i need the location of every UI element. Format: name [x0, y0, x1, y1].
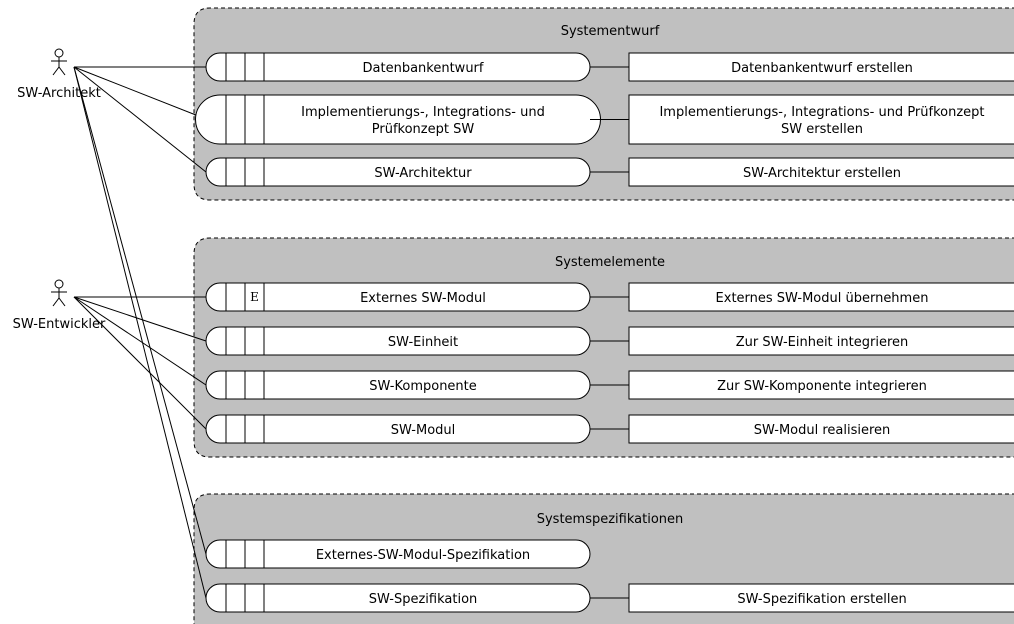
activity-label: SW-Spezifikation erstellen: [737, 592, 906, 607]
group-title: Systemspezifikationen: [537, 512, 684, 527]
row-0-0: Datenbankentwurf Datenbankentwurf erstell…: [205, 52, 1014, 82]
actor-sw-architekt: SW-Architekt: [17, 48, 101, 101]
activity-label: Externes SW-Modul übernehmen: [716, 291, 929, 306]
work-product-label: SW-Komponente: [369, 379, 477, 394]
work-product[interactable]: Externes-SW-Modul-Spezifikation: [205, 539, 591, 569]
work-product-shape: [205, 370, 591, 400]
actor-name: SW-Entwickler: [13, 317, 106, 332]
work-product[interactable]: SW-Architektur: [205, 157, 591, 187]
activity-box: [628, 583, 1014, 613]
work-product-label-line: SW-Spezifikation: [369, 592, 478, 607]
work-product-shape: [205, 414, 591, 444]
row-0-2: SW-Architektur SW-Architektur erstellen: [205, 157, 1014, 187]
activity[interactable]: SW-Architektur erstellen: [628, 157, 1014, 187]
work-product-label: SW-Einheit: [388, 335, 458, 350]
activity-label: Zur SW-Einheit integrieren: [736, 335, 909, 350]
work-product-label-line: Externes SW-Modul: [360, 291, 486, 306]
row-2-1: SW-Spezifikation SW-Spezifikation erstell…: [205, 583, 1014, 613]
activity-label: Zur SW-Komponente integrieren: [717, 379, 927, 394]
activity[interactable]: Implementierungs-, Integrations- und Prü…: [628, 94, 1014, 145]
work-product[interactable]: Datenbankentwurf: [205, 52, 591, 82]
activity-label-line: Zur SW-Einheit integrieren: [736, 335, 909, 350]
work-product-label: Externes-SW-Modul-Spezifikation: [316, 548, 530, 563]
work-product-label-line: Externes-SW-Modul-Spezifikation: [316, 548, 530, 563]
work-product-rows: Datenbankentwurf Datenbankentwurf erstell…: [195, 52, 1014, 613]
group-title: Systemelemente: [555, 255, 665, 270]
activity-label: Implementierungs-, Integrations- und Prü…: [659, 105, 984, 137]
row-1-2: SW-Komponente Zur SW-Komponente integrier…: [205, 370, 1014, 400]
row-1-3: SW-Modul SW-Modul realisieren: [205, 414, 1014, 444]
work-product-shape: [205, 282, 591, 312]
activity-label: SW-Modul realisieren: [754, 423, 891, 438]
work-product-label-line: SW-Komponente: [369, 379, 477, 394]
work-product-shape: [195, 94, 601, 145]
activity-label-line: SW erstellen: [781, 122, 863, 137]
activity-box: [628, 414, 1014, 444]
external-marker: E: [250, 290, 259, 304]
group-title: Systementwurf: [561, 24, 660, 39]
row-1-0: E Externes SW-Modul Externes SW-Modul über…: [205, 282, 1014, 312]
work-product-shape: [205, 539, 591, 569]
activity[interactable]: Zur SW-Komponente integrieren: [628, 370, 1014, 400]
stick-figure-icon: [51, 279, 67, 307]
work-product-label-line: Implementierungs-, Integrations- und: [301, 105, 545, 120]
activity[interactable]: SW-Modul realisieren: [628, 414, 1014, 444]
work-product-label: SW-Spezifikation: [369, 592, 478, 607]
activity-label-line: SW-Modul realisieren: [754, 423, 891, 438]
actor-sw-entwickler: SW-Entwickler: [13, 279, 106, 332]
row-1-1: SW-Einheit Zur SW-Einheit integrieren: [205, 326, 1014, 356]
work-product-shape: [205, 52, 591, 82]
work-product-label: SW-Modul: [391, 423, 456, 438]
activity[interactable]: Zur SW-Einheit integrieren: [628, 326, 1014, 356]
work-product-shape: [205, 583, 591, 613]
activity-label: Datenbankentwurf erstellen: [731, 61, 913, 76]
row-2-0: Externes-SW-Modul-Spezifikation: [205, 539, 591, 569]
activity-box: [628, 94, 1014, 145]
work-product[interactable]: SW-Spezifikation: [205, 583, 591, 613]
activity-label-line: Zur SW-Komponente integrieren: [717, 379, 927, 394]
actor-name: SW-Architekt: [17, 86, 101, 101]
activity-label: SW-Architektur erstellen: [743, 166, 901, 181]
activity[interactable]: Datenbankentwurf erstellen: [628, 52, 1014, 82]
activity-label-line: Implementierungs-, Integrations- und Prü…: [659, 105, 984, 120]
work-product-shape: [205, 157, 591, 187]
activity-label-line: Datenbankentwurf erstellen: [731, 61, 913, 76]
activity-box: [628, 326, 1014, 356]
activity-box: [628, 282, 1014, 312]
work-product-shape: [205, 326, 591, 356]
activity-label-line: SW-Architektur erstellen: [743, 166, 901, 181]
work-product-label: Datenbankentwurf: [363, 61, 484, 76]
work-product-label-line: Datenbankentwurf: [363, 61, 484, 76]
activity-box: [628, 370, 1014, 400]
actor-associations: [73, 66, 207, 599]
stick-figure-icon: [51, 48, 67, 76]
activity-box: [628, 52, 1014, 82]
activity-box: [628, 157, 1014, 187]
work-product-label-line: SW-Einheit: [388, 335, 458, 350]
activity[interactable]: Externes SW-Modul übernehmen: [628, 282, 1014, 312]
work-product-label: Externes SW-Modul: [360, 291, 486, 306]
work-product[interactable]: SW-Modul: [205, 414, 591, 444]
work-product-label-line: Prüfkonzept SW: [372, 122, 475, 137]
work-product[interactable]: SW-Einheit: [205, 326, 591, 356]
work-product-label: SW-Architektur: [374, 166, 472, 181]
work-product-label-line: SW-Modul: [391, 423, 456, 438]
activity-label-line: SW-Spezifikation erstellen: [737, 592, 906, 607]
activity[interactable]: SW-Spezifikation erstellen: [628, 583, 1014, 613]
work-product[interactable]: SW-Komponente: [205, 370, 591, 400]
activity-label-line: Externes SW-Modul übernehmen: [716, 291, 929, 306]
work-product-label-line: SW-Architektur: [374, 166, 472, 181]
work-product[interactable]: E Externes SW-Modul: [205, 282, 591, 312]
